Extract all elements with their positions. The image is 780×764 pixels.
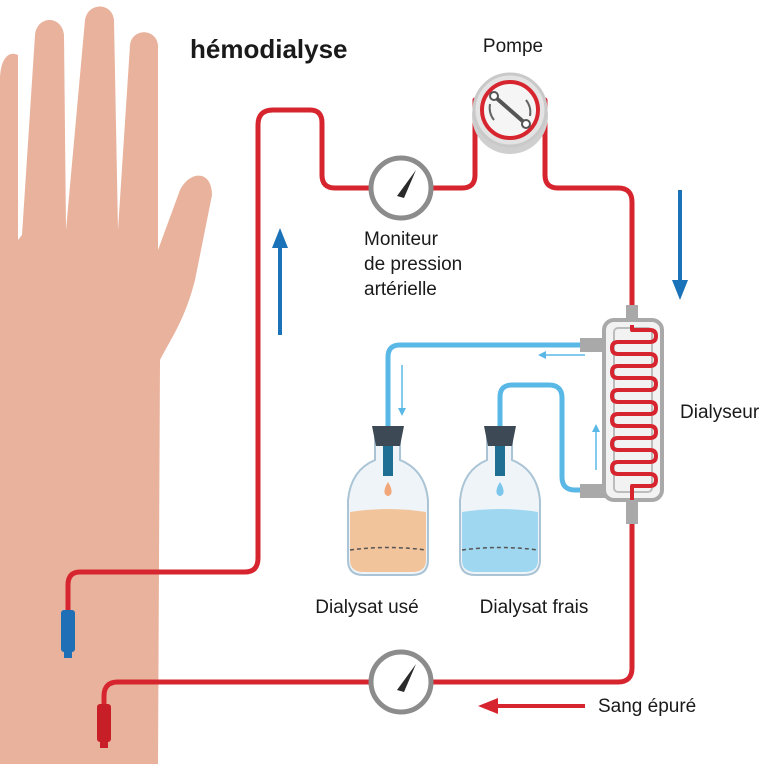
arterial-line — [65, 107, 373, 615]
fresh-dialysate-label: Dialysat frais — [480, 597, 589, 618]
rotation-arrow-icon — [525, 99, 532, 117]
pump-to-dialyzer-line — [542, 97, 635, 313]
used-dialysate-bottle — [347, 426, 429, 576]
pressure-monitor-label: Moniteur de pression artérielle — [364, 229, 468, 300]
return-line — [429, 517, 635, 685]
arrow-down-icon — [672, 190, 688, 300]
pump — [472, 72, 548, 154]
diagram-title: hémodialyse — [190, 34, 348, 64]
hand-shape — [0, 6, 212, 764]
pressure-monitor-line-1: Moniteur — [364, 229, 439, 250]
arrow-up-icon — [272, 228, 288, 335]
drop-icon — [496, 482, 504, 496]
arm-illustration — [0, 6, 212, 764]
blood-circuit — [65, 97, 658, 709]
pressure-gauge-bottom — [368, 649, 434, 715]
gauge-needle-icon — [397, 664, 416, 692]
dialysate-flow-arrows — [398, 351, 600, 470]
return-line-to-arm — [101, 679, 373, 709]
cleaned-blood-label: Sang épuré — [598, 696, 696, 717]
dialyzer-coil-front — [610, 325, 658, 500]
dialyzer-label: Dialyseur — [680, 402, 760, 423]
fresh-dialysate-line — [497, 382, 603, 493]
fresh-dialysate-bottle — [459, 426, 541, 576]
arrow-left-icon — [478, 698, 585, 714]
pump-rotor-icon — [492, 94, 528, 126]
gauge-needle-icon — [397, 170, 416, 198]
arterial-catheter — [61, 610, 75, 658]
dialysate-circuit — [385, 342, 603, 493]
pressure-monitor-line-2: de pression — [364, 254, 462, 275]
rotation-arrow-icon — [488, 103, 495, 121]
pump-label: Pompe — [483, 36, 543, 57]
bottle-stopper — [484, 426, 516, 446]
bottle-stopper — [372, 426, 404, 446]
pressure-gauge-top — [368, 155, 434, 221]
pressure-monitor-line-3: artérielle — [364, 279, 437, 300]
drop-icon — [384, 482, 392, 496]
arterial-line-to-pump — [429, 97, 478, 191]
used-dialysate-line — [385, 342, 603, 428]
venous-catheter — [97, 704, 111, 748]
used-dialysate-label: Dialysat usé — [315, 597, 419, 618]
